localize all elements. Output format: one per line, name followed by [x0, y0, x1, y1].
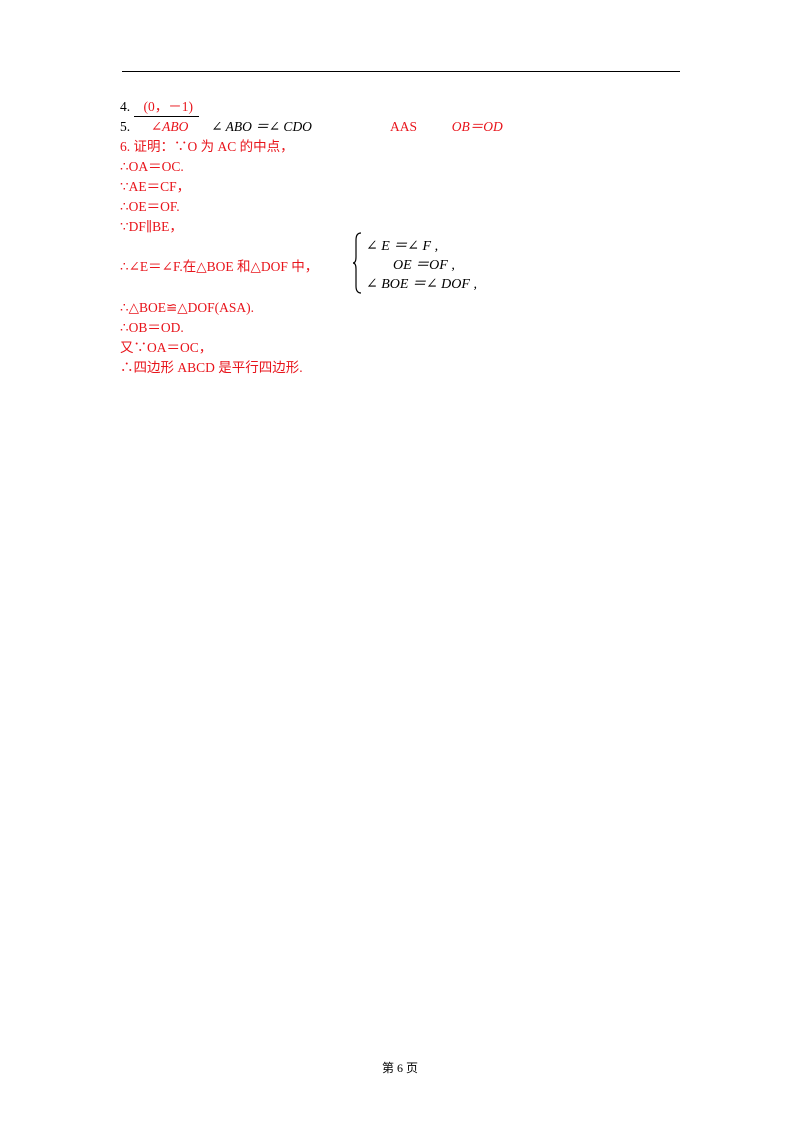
proof-line-8: ∴OB＝OD. — [120, 320, 184, 335]
proof-line-4: ∴OE＝OF. — [120, 199, 180, 214]
question-5: 5. ∠ABO ∠ ABO ＝∠ CDO AAS OB＝OD — [120, 118, 503, 136]
page-number: 第 6 页 — [381, 1061, 418, 1075]
system-brace — [352, 232, 362, 294]
question-5-answer-2: ∠ ABO ＝∠ CDO — [211, 119, 312, 134]
proof-line-10: ∴四边形 ABCD 是平行四边形. — [120, 360, 303, 375]
question-5-answer-4: OB＝OD — [451, 119, 503, 134]
question-5-answer-3: AAS — [389, 119, 417, 134]
header-rule — [122, 71, 680, 72]
question-4-number: 4. — [120, 99, 131, 114]
system-line-1: ∠ E ＝∠ F , — [366, 239, 439, 254]
system-line-2: OE ＝OF , — [393, 258, 455, 273]
question-4-answer: (0，－1) — [133, 98, 199, 117]
question-4: 4. (0，－1) — [120, 98, 199, 117]
proof-line-7: ∴△BOE≌△DOF(ASA). — [120, 300, 255, 315]
question-5-answer-1: ∠ABO — [150, 119, 189, 134]
proof-line-3: ∵AE＝CF， — [120, 179, 191, 194]
proof-line-9: 又∵OA＝OC， — [120, 340, 213, 355]
proof-line-5: ∵DF∥BE， — [120, 219, 183, 234]
proof-line-2: ∴OA＝OC. — [120, 159, 184, 174]
proof-line-6: ∴∠E＝∠F.在△BOE 和△DOF 中， — [120, 259, 319, 274]
proof-line-1: 6. 证明：∵O 为 AC 的中点， — [120, 139, 294, 154]
question-5-number: 5. — [120, 119, 131, 134]
system-line-3: ∠ BOE ＝∠ DOF , — [366, 277, 477, 292]
